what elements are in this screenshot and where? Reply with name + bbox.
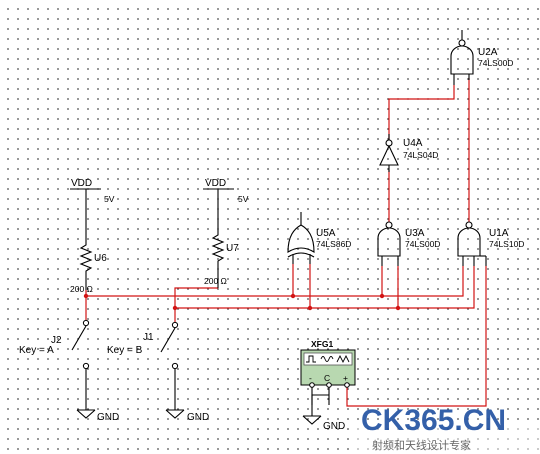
switch-key: Key = A [19, 345, 54, 356]
resistor-zigzag [211, 230, 225, 288]
vdd-voltage: 5V [238, 194, 249, 204]
vdd-left[interactable]: VDD 5V [70, 178, 115, 240]
junction [83, 293, 89, 299]
gate-u2a-nand[interactable]: U2A 74LS00D [450, 30, 513, 85]
junction [290, 293, 296, 299]
watermark-backdrop [352, 424, 540, 454]
gate-u4a-inverter[interactable]: U4A 74LS04D [379, 134, 438, 172]
gnd-triangle-icon [302, 415, 322, 425]
pin-minus-label: - [309, 373, 312, 383]
gnd-label: GND [97, 412, 119, 423]
junction [395, 305, 401, 311]
gate-part: 74LS86D [316, 239, 351, 249]
gnd-triangle-icon [76, 409, 96, 419]
resistor-value: 200 Ω [70, 284, 93, 294]
inverter-body [379, 144, 399, 166]
resistor-u6[interactable]: U6 200 Ω [70, 240, 107, 294]
wire-u1a-xfg1 [346, 266, 487, 407]
switch-j2[interactable]: J2 Key = A [19, 319, 90, 410]
gate-part: 74LS00D [405, 239, 440, 249]
watermark: CK365.CN 射频和天线设计专家 [352, 404, 540, 454]
resistor-u7[interactable]: U7 200 Ω [204, 230, 239, 288]
switch-ref: J1 [143, 332, 154, 343]
junction [307, 305, 313, 311]
gate-part: 74LS10D [489, 239, 524, 249]
gate-part: 74LS04D [403, 150, 438, 160]
nand-body [377, 227, 401, 257]
gate-ref: U1A [489, 228, 509, 239]
junction [172, 305, 178, 311]
sine-wave-icon [320, 356, 334, 362]
nand-body [450, 45, 474, 75]
resistor-value: 200 Ω [204, 276, 227, 286]
function-generator-xfg1[interactable]: XFG1 - C + [300, 339, 356, 405]
xfg-wire [311, 394, 329, 405]
triangle-wave-icon [336, 354, 350, 364]
terminal-plus[interactable] [344, 382, 350, 388]
watermark-brand: CK365.CN [361, 404, 506, 437]
wire-u2a-u4a [388, 85, 455, 140]
wire-node-b [174, 287, 218, 322]
gnd-triangle-icon [165, 409, 185, 419]
switch-contact [171, 321, 179, 329]
switch-contact [82, 362, 90, 370]
nand-bubble [458, 39, 466, 47]
ground-mid: GND [165, 409, 209, 423]
junction [379, 293, 385, 299]
terminal-minus[interactable] [309, 382, 315, 388]
switch-ref: J2 [51, 335, 62, 346]
xor-extra-arc [287, 252, 315, 258]
pin-plus-label: + [343, 373, 348, 383]
watermark-subtitle: 射频和天线设计专家 [372, 438, 471, 452]
vdd-right[interactable]: VDD 5V [203, 178, 249, 230]
wire-bus-b [174, 266, 475, 309]
nand-bubble [385, 221, 393, 229]
vdd-voltage: 5V [104, 194, 115, 204]
junction-dots [83, 293, 401, 311]
ground-xfg: GND [302, 405, 345, 432]
gnd-label: GND [187, 412, 209, 423]
pin-common-label: C [324, 373, 330, 383]
gate-ref: U3A [405, 228, 425, 239]
square-wave-icon [306, 355, 316, 363]
vdd-label: VDD [71, 178, 92, 189]
ground-left: GND [76, 409, 119, 423]
gate-part: 74LS00D [478, 58, 513, 68]
switch-key: Key = B [107, 345, 143, 356]
resistor-zigzag [79, 240, 93, 290]
gate-u5a-xor[interactable]: U5A 74LS86D [287, 212, 351, 264]
gnd-label: GND [323, 421, 345, 432]
terminal-common[interactable] [326, 382, 332, 388]
switch-lever [160, 327, 176, 353]
switch-j1[interactable]: J1 Key = B [107, 321, 179, 410]
switch-lever [71, 325, 87, 351]
resistor-ref: U7 [226, 243, 239, 254]
gate-ref: U5A [316, 228, 336, 239]
wire-bus-a [86, 266, 464, 297]
switch-contact [82, 319, 90, 327]
gate-u1a-nand3[interactable]: U1A 74LS10D [457, 221, 524, 266]
nand-body [457, 227, 481, 257]
nand-bubble [465, 221, 473, 229]
vdd-label: VDD [205, 178, 226, 189]
xor-body [287, 224, 315, 253]
resistor-ref: U6 [94, 253, 107, 264]
gate-ref: U2A [478, 47, 498, 58]
instrument-ref: XFG1 [311, 339, 333, 349]
gate-ref: U4A [403, 138, 423, 149]
switch-contact [171, 362, 179, 370]
gate-u3a-nand[interactable]: U3A 74LS00D [377, 221, 440, 266]
